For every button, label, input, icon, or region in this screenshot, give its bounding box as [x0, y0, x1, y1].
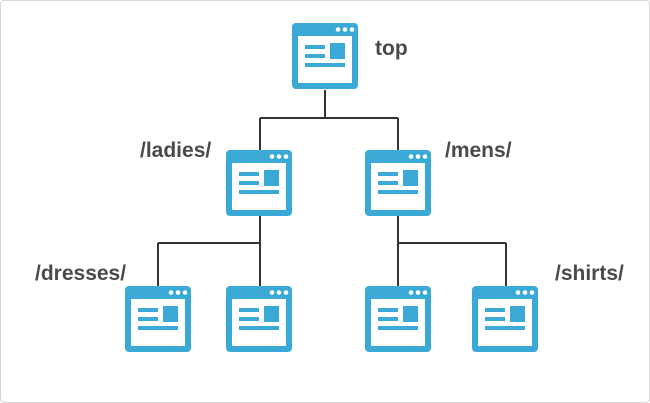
- connector-ladies-to-children: [157, 215, 261, 286]
- label-mens: /mens/: [445, 139, 512, 162]
- web-page-icon: [226, 286, 292, 352]
- label-shirts: /shirts/: [555, 262, 624, 285]
- web-page-icon: [365, 286, 431, 352]
- label-top: top: [375, 37, 408, 60]
- web-page-icon: [292, 23, 358, 89]
- web-page-icon: [125, 286, 191, 352]
- web-page-icon: [365, 150, 431, 216]
- connector-mens-to-children: [397, 215, 507, 286]
- label-dresses: /dresses/: [35, 262, 127, 285]
- connector-lines: [157, 90, 507, 286]
- connector-top-to-level1: [259, 90, 399, 150]
- web-page-icon: [472, 286, 538, 352]
- web-page-icon: [226, 150, 292, 216]
- label-ladies: /ladies/: [140, 139, 212, 162]
